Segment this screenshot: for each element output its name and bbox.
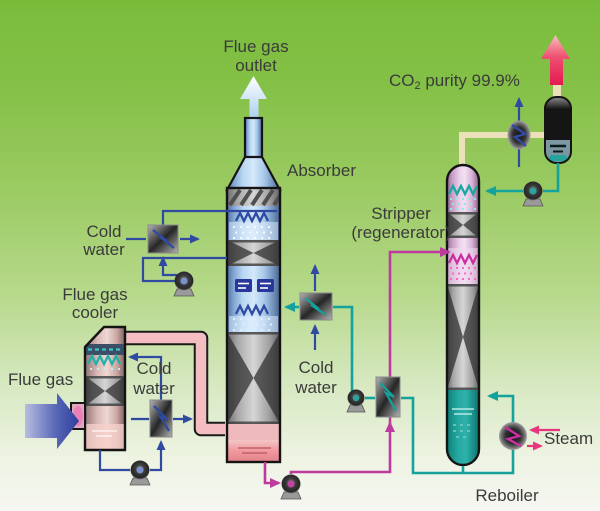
flue-gas-inlet-arrow (25, 393, 79, 449)
absorber-column (225, 116, 282, 464)
label-flue-gas-outlet: Flue gas (223, 37, 288, 56)
cooler-water-pump (129, 460, 151, 486)
condenser (507, 120, 531, 150)
label-flue-gas-cooler: Flue gas (62, 285, 127, 304)
liquid-distributor (235, 279, 252, 292)
rich-solvent-pump (280, 474, 302, 500)
stripper-sump (447, 390, 479, 465)
spray-nozzles (234, 303, 270, 317)
steam-lines (527, 425, 560, 451)
label-flue-gas-outlet: outlet (235, 56, 277, 75)
label-stripper: (regenerator) (351, 223, 450, 242)
cooler-water-lines (98, 352, 193, 472)
absorber-neck (243, 116, 264, 161)
label-flue-gas-inlet: Flue gas (8, 370, 73, 389)
label-cold-water-cooler: water (132, 379, 175, 398)
reflux-pump (522, 181, 544, 207)
spray-nozzles (447, 252, 479, 266)
label-stripper: Stripper (371, 204, 431, 223)
label-cold-water-wash: Cold (87, 222, 122, 241)
stripper-column (445, 163, 481, 467)
wash-water-lines (126, 209, 277, 283)
spray-nozzles (234, 210, 270, 224)
label-cold-water-lean: Cold (299, 358, 334, 377)
lean-rich-heat-exchanger (375, 376, 401, 418)
flue-gas-duct (105, 330, 225, 437)
label-co2-purity: CO2 purity 99.9% (389, 71, 520, 92)
label-flue-gas-cooler: cooler (72, 303, 119, 322)
label-absorber: Absorber (287, 161, 356, 180)
separator-vessel (544, 96, 572, 164)
flue-gas-outlet-arrow (240, 76, 267, 121)
lean-solvent-cooler (299, 292, 333, 321)
rich-solvent-lines (263, 247, 451, 488)
wash-water-pump (173, 271, 195, 297)
co2-product-line (459, 83, 561, 169)
label-cold-water-lean: water (294, 378, 337, 397)
co2-product-arrow (541, 35, 570, 85)
lean-solvent-pump (346, 389, 366, 413)
wash-water-cooler (147, 224, 179, 254)
reboiler (499, 422, 527, 450)
label-cold-water-cooler: Cold (137, 359, 172, 378)
label-cold-water-wash: water (82, 240, 125, 259)
absorber-sump (227, 440, 280, 462)
spray-nozzles (447, 183, 479, 197)
liquid-distributor (257, 279, 274, 292)
label-steam: Steam (544, 429, 593, 448)
flue-gas-water-cooler (149, 399, 173, 438)
flue-gas-cooler-vessel (70, 325, 127, 452)
label-reboiler: Reboiler (475, 486, 539, 505)
